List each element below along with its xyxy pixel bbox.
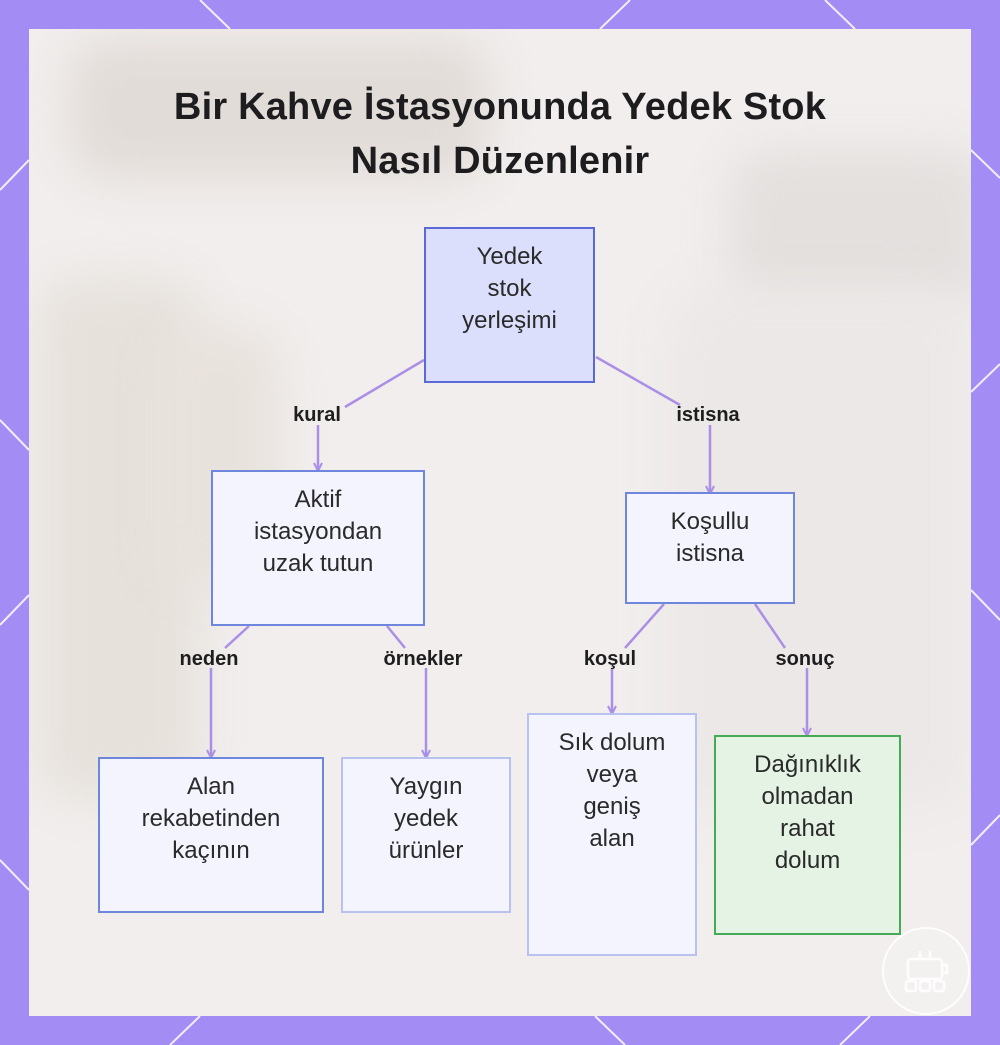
diagram-title: Bir Kahve İstasyonunda Yedek Stok Nasıl …	[100, 80, 900, 188]
node-common: Yaygın yedek ürünler	[341, 757, 511, 913]
edge-root-exception	[595, 355, 710, 493]
node-avoid: Alan rekabetinden kaçının	[98, 757, 324, 913]
node-condition: Sık dolum veya geniş alan	[527, 713, 697, 956]
edge-exception-result	[753, 603, 807, 735]
edge-label-kosul: koşul	[583, 648, 637, 670]
edge-exception-condition	[612, 603, 665, 713]
title-line-2: Nasıl Düzenlenir	[350, 140, 650, 182]
edge-rule-common	[386, 625, 426, 757]
edge-root-rule	[318, 358, 425, 470]
edge-label-istisna: istisna	[676, 404, 740, 426]
node-rule: Aktif istasyondan uzak tutun	[211, 470, 425, 626]
node-exception: Koşullu istisna	[625, 492, 795, 604]
title-line-1: Bir Kahve İstasyonunda Yedek Stok	[173, 86, 827, 128]
edge-rule-avoid	[211, 625, 250, 757]
edge-label-kural: kural	[293, 404, 341, 426]
robot-icon	[882, 927, 970, 1015]
edge-label-sonuc: sonuç	[775, 648, 835, 670]
node-result: Dağınıklık olmadan rahat dolum	[714, 735, 901, 935]
edge-label-neden: neden	[179, 648, 239, 670]
edge-label-ornekler: örnekler	[383, 648, 463, 670]
node-root: Yedek stok yerleşimi	[424, 227, 595, 383]
